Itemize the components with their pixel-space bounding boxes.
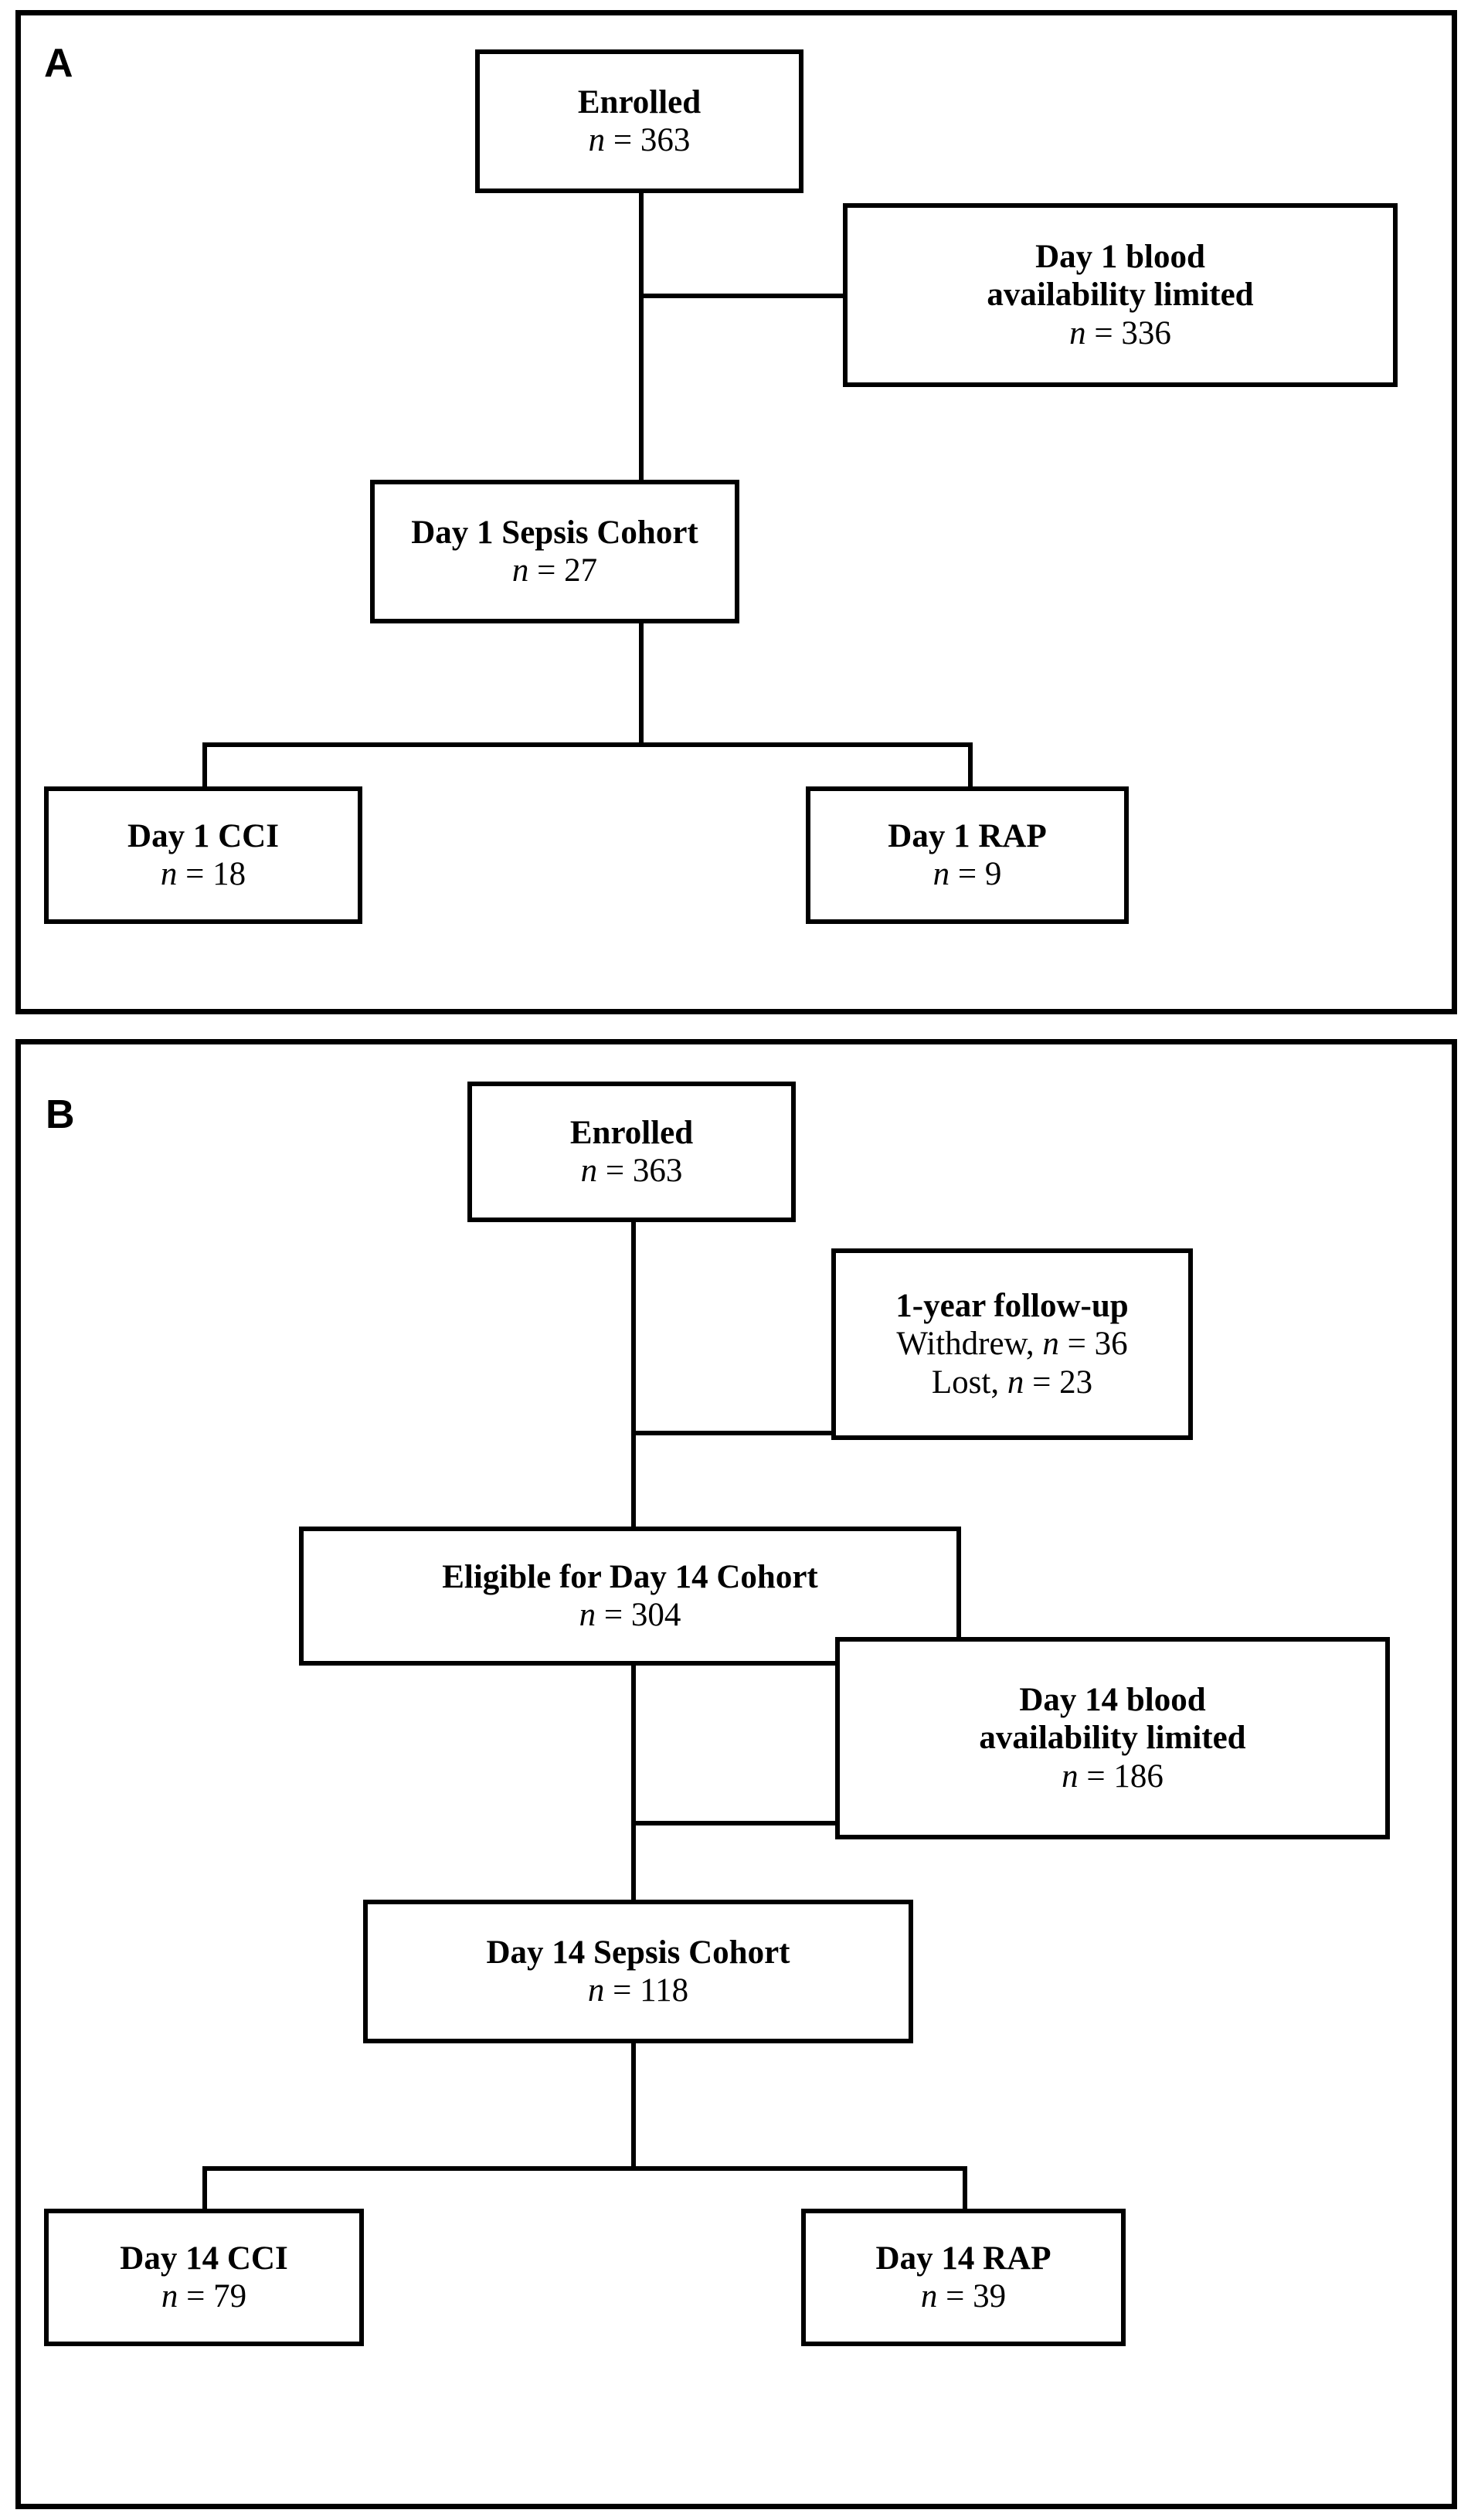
node-a-cci-stat: n = 18 xyxy=(56,855,350,893)
connector-a-enrolled-to-cohort xyxy=(639,188,644,484)
node-b-eligible-title: Eligible for Day 14 Cohort xyxy=(442,1558,818,1595)
panel-a: A Enrolled n = 363 Day 1 blood availabil… xyxy=(15,10,1457,1014)
node-b-cohort: Day 14 Sepsis Cohort n = 118 xyxy=(363,1900,913,2043)
node-a-cohort-stat-symbol: n xyxy=(511,552,529,589)
node-b-excluded-stat-symbol: n xyxy=(1062,1758,1079,1795)
connector-b-split-to-rap xyxy=(963,2166,967,2213)
node-b-followup-lost: Lost, n = 23 xyxy=(844,1364,1181,1401)
node-b-followup-lost-value: 23 xyxy=(1059,1364,1093,1401)
connector-a-split-to-cci xyxy=(202,742,207,790)
panel-a-letter: A xyxy=(44,41,73,86)
connector-b-split-bar xyxy=(202,2166,967,2171)
connector-b-enrolled-to-eligible xyxy=(631,1221,636,1533)
node-a-excluded-title-line1: Day 1 blood xyxy=(1035,239,1205,276)
node-b-followup-withdrew: Withdrew, n = 36 xyxy=(844,1325,1181,1363)
node-b-eligible-stat-symbol: n xyxy=(579,1597,596,1633)
node-b-enrolled-stat-eq: = xyxy=(597,1153,633,1189)
node-b-followup-lost-label: Lost, xyxy=(931,1364,1007,1401)
node-a-rap-title: Day 1 RAP xyxy=(888,817,1047,854)
node-a-cohort-stat: n = 27 xyxy=(382,552,727,589)
node-b-cci-stat-symbol: n xyxy=(161,2278,178,2315)
node-b-followup-withdrew-value: 36 xyxy=(1094,1326,1128,1363)
node-b-rap-stat-value: 39 xyxy=(973,2278,1007,2315)
connector-a-split-bar xyxy=(202,742,973,747)
node-b-eligible: Eligible for Day 14 Cohort n = 304 xyxy=(299,1527,961,1666)
node-b-cohort-stat-symbol: n xyxy=(587,1972,605,2009)
node-a-enrolled-stat-symbol: n xyxy=(588,122,606,158)
node-b-rap-stat-eq: = xyxy=(937,2278,973,2315)
node-b-followup-withdrew-symbol: n xyxy=(1042,1326,1059,1363)
node-b-enrolled-stat-symbol: n xyxy=(580,1153,598,1189)
connector-a-enrolled-to-excluded xyxy=(639,294,848,298)
node-b-excluded-title-line2: availability limited xyxy=(979,1720,1246,1757)
node-a-excluded-stat-symbol: n xyxy=(1069,314,1086,352)
node-b-followup: 1-year follow-up Withdrew, n = 36 Lost, … xyxy=(831,1248,1193,1440)
node-a-rap-stat-eq: = xyxy=(950,856,985,892)
node-b-cci-stat: n = 79 xyxy=(56,2277,352,2315)
node-a-excluded-stat: n = 336 xyxy=(855,314,1385,352)
node-b-followup-lost-eq: = xyxy=(1024,1364,1060,1401)
node-b-followup-title: 1-year follow-up xyxy=(895,1288,1129,1325)
node-a-cohort: Day 1 Sepsis Cohort n = 27 xyxy=(370,480,739,623)
node-a-enrolled-stat-eq: = xyxy=(605,122,640,158)
node-a-enrolled-stat: n = 363 xyxy=(488,121,791,159)
node-b-cci-title: Day 14 CCI xyxy=(120,2240,288,2277)
node-a-enrolled: Enrolled n = 363 xyxy=(475,49,803,193)
node-b-excluded-stat: n = 186 xyxy=(848,1758,1378,1795)
connector-a-split-to-rap xyxy=(968,742,973,790)
node-b-followup-withdrew-label: Withdrew, xyxy=(896,1326,1043,1363)
node-b-cohort-stat: n = 118 xyxy=(375,1972,901,2009)
connector-b-enrolled-to-followup xyxy=(631,1431,836,1435)
node-b-rap-title: Day 14 RAP xyxy=(875,2240,1051,2277)
node-a-cci-title: Day 1 CCI xyxy=(127,817,279,854)
node-b-eligible-stat-eq: = xyxy=(596,1597,631,1633)
node-b-cci: Day 14 CCI n = 79 xyxy=(44,2209,364,2346)
connector-a-cohort-down xyxy=(639,618,644,747)
node-b-cohort-stat-eq: = xyxy=(604,1972,640,2009)
node-b-eligible-stat-value: 304 xyxy=(630,1597,681,1633)
node-a-cci-stat-symbol: n xyxy=(160,856,178,892)
node-b-rap-stat: n = 39 xyxy=(814,2277,1113,2315)
node-a-excluded-title-line2: availability limited xyxy=(987,277,1254,314)
node-b-cohort-title: Day 14 Sepsis Cohort xyxy=(486,1934,790,1971)
node-b-rap: Day 14 RAP n = 39 xyxy=(801,2209,1126,2346)
node-a-cci: Day 1 CCI n = 18 xyxy=(44,786,362,924)
node-a-enrolled-title: Enrolled xyxy=(577,83,702,121)
panel-b-letter: B xyxy=(46,1092,75,1137)
connector-b-split-to-cci xyxy=(202,2166,207,2213)
node-a-rap-stat: n = 9 xyxy=(818,855,1116,893)
node-b-followup-withdrew-eq: = xyxy=(1058,1326,1095,1363)
node-a-rap-stat-value: 9 xyxy=(984,856,1002,892)
node-a-cci-stat-value: 18 xyxy=(212,856,246,892)
node-a-cohort-stat-eq: = xyxy=(528,552,565,589)
node-b-enrolled: Enrolled n = 363 xyxy=(467,1082,796,1222)
node-a-excluded: Day 1 blood availability limited n = 336 xyxy=(843,203,1398,387)
node-a-cohort-title: Day 1 Sepsis Cohort xyxy=(411,514,698,551)
connector-b-eligible-to-excluded xyxy=(631,1821,838,1825)
node-a-cci-stat-eq: = xyxy=(177,856,213,892)
node-b-enrolled-stat-value: 363 xyxy=(632,1153,683,1189)
node-b-excluded-stat-eq: = xyxy=(1078,1758,1114,1795)
node-b-excluded: Day 14 blood availability limited n = 18… xyxy=(835,1637,1390,1839)
node-b-cci-stat-value: 79 xyxy=(213,2278,247,2315)
node-b-cci-stat-eq: = xyxy=(178,2278,214,2315)
node-b-enrolled-title: Enrolled xyxy=(569,1114,694,1151)
node-a-cohort-stat-value: 27 xyxy=(564,552,598,589)
node-a-excluded-stat-eq: = xyxy=(1085,314,1122,352)
node-b-eligible-stat: n = 304 xyxy=(311,1596,949,1634)
node-b-excluded-title-line1: Day 14 blood xyxy=(1019,1682,1206,1719)
node-b-cohort-stat-value: 118 xyxy=(640,1972,689,2009)
node-a-enrolled-stat-value: 363 xyxy=(640,122,691,158)
node-b-enrolled-stat: n = 363 xyxy=(480,1152,783,1190)
connector-b-eligible-to-cohort xyxy=(631,1662,636,1904)
node-b-excluded-stat-value: 186 xyxy=(1113,1758,1164,1795)
node-a-rap-stat-symbol: n xyxy=(933,856,950,892)
connector-b-cohort-down xyxy=(631,2039,636,2171)
panel-b: B Enrolled n = 363 1-year follow-up With… xyxy=(15,1039,1457,2509)
node-a-excluded-stat-value: 336 xyxy=(1121,314,1171,352)
node-b-rap-stat-symbol: n xyxy=(920,2278,938,2315)
node-a-rap: Day 1 RAP n = 9 xyxy=(806,786,1129,924)
node-b-followup-lost-symbol: n xyxy=(1007,1364,1024,1401)
